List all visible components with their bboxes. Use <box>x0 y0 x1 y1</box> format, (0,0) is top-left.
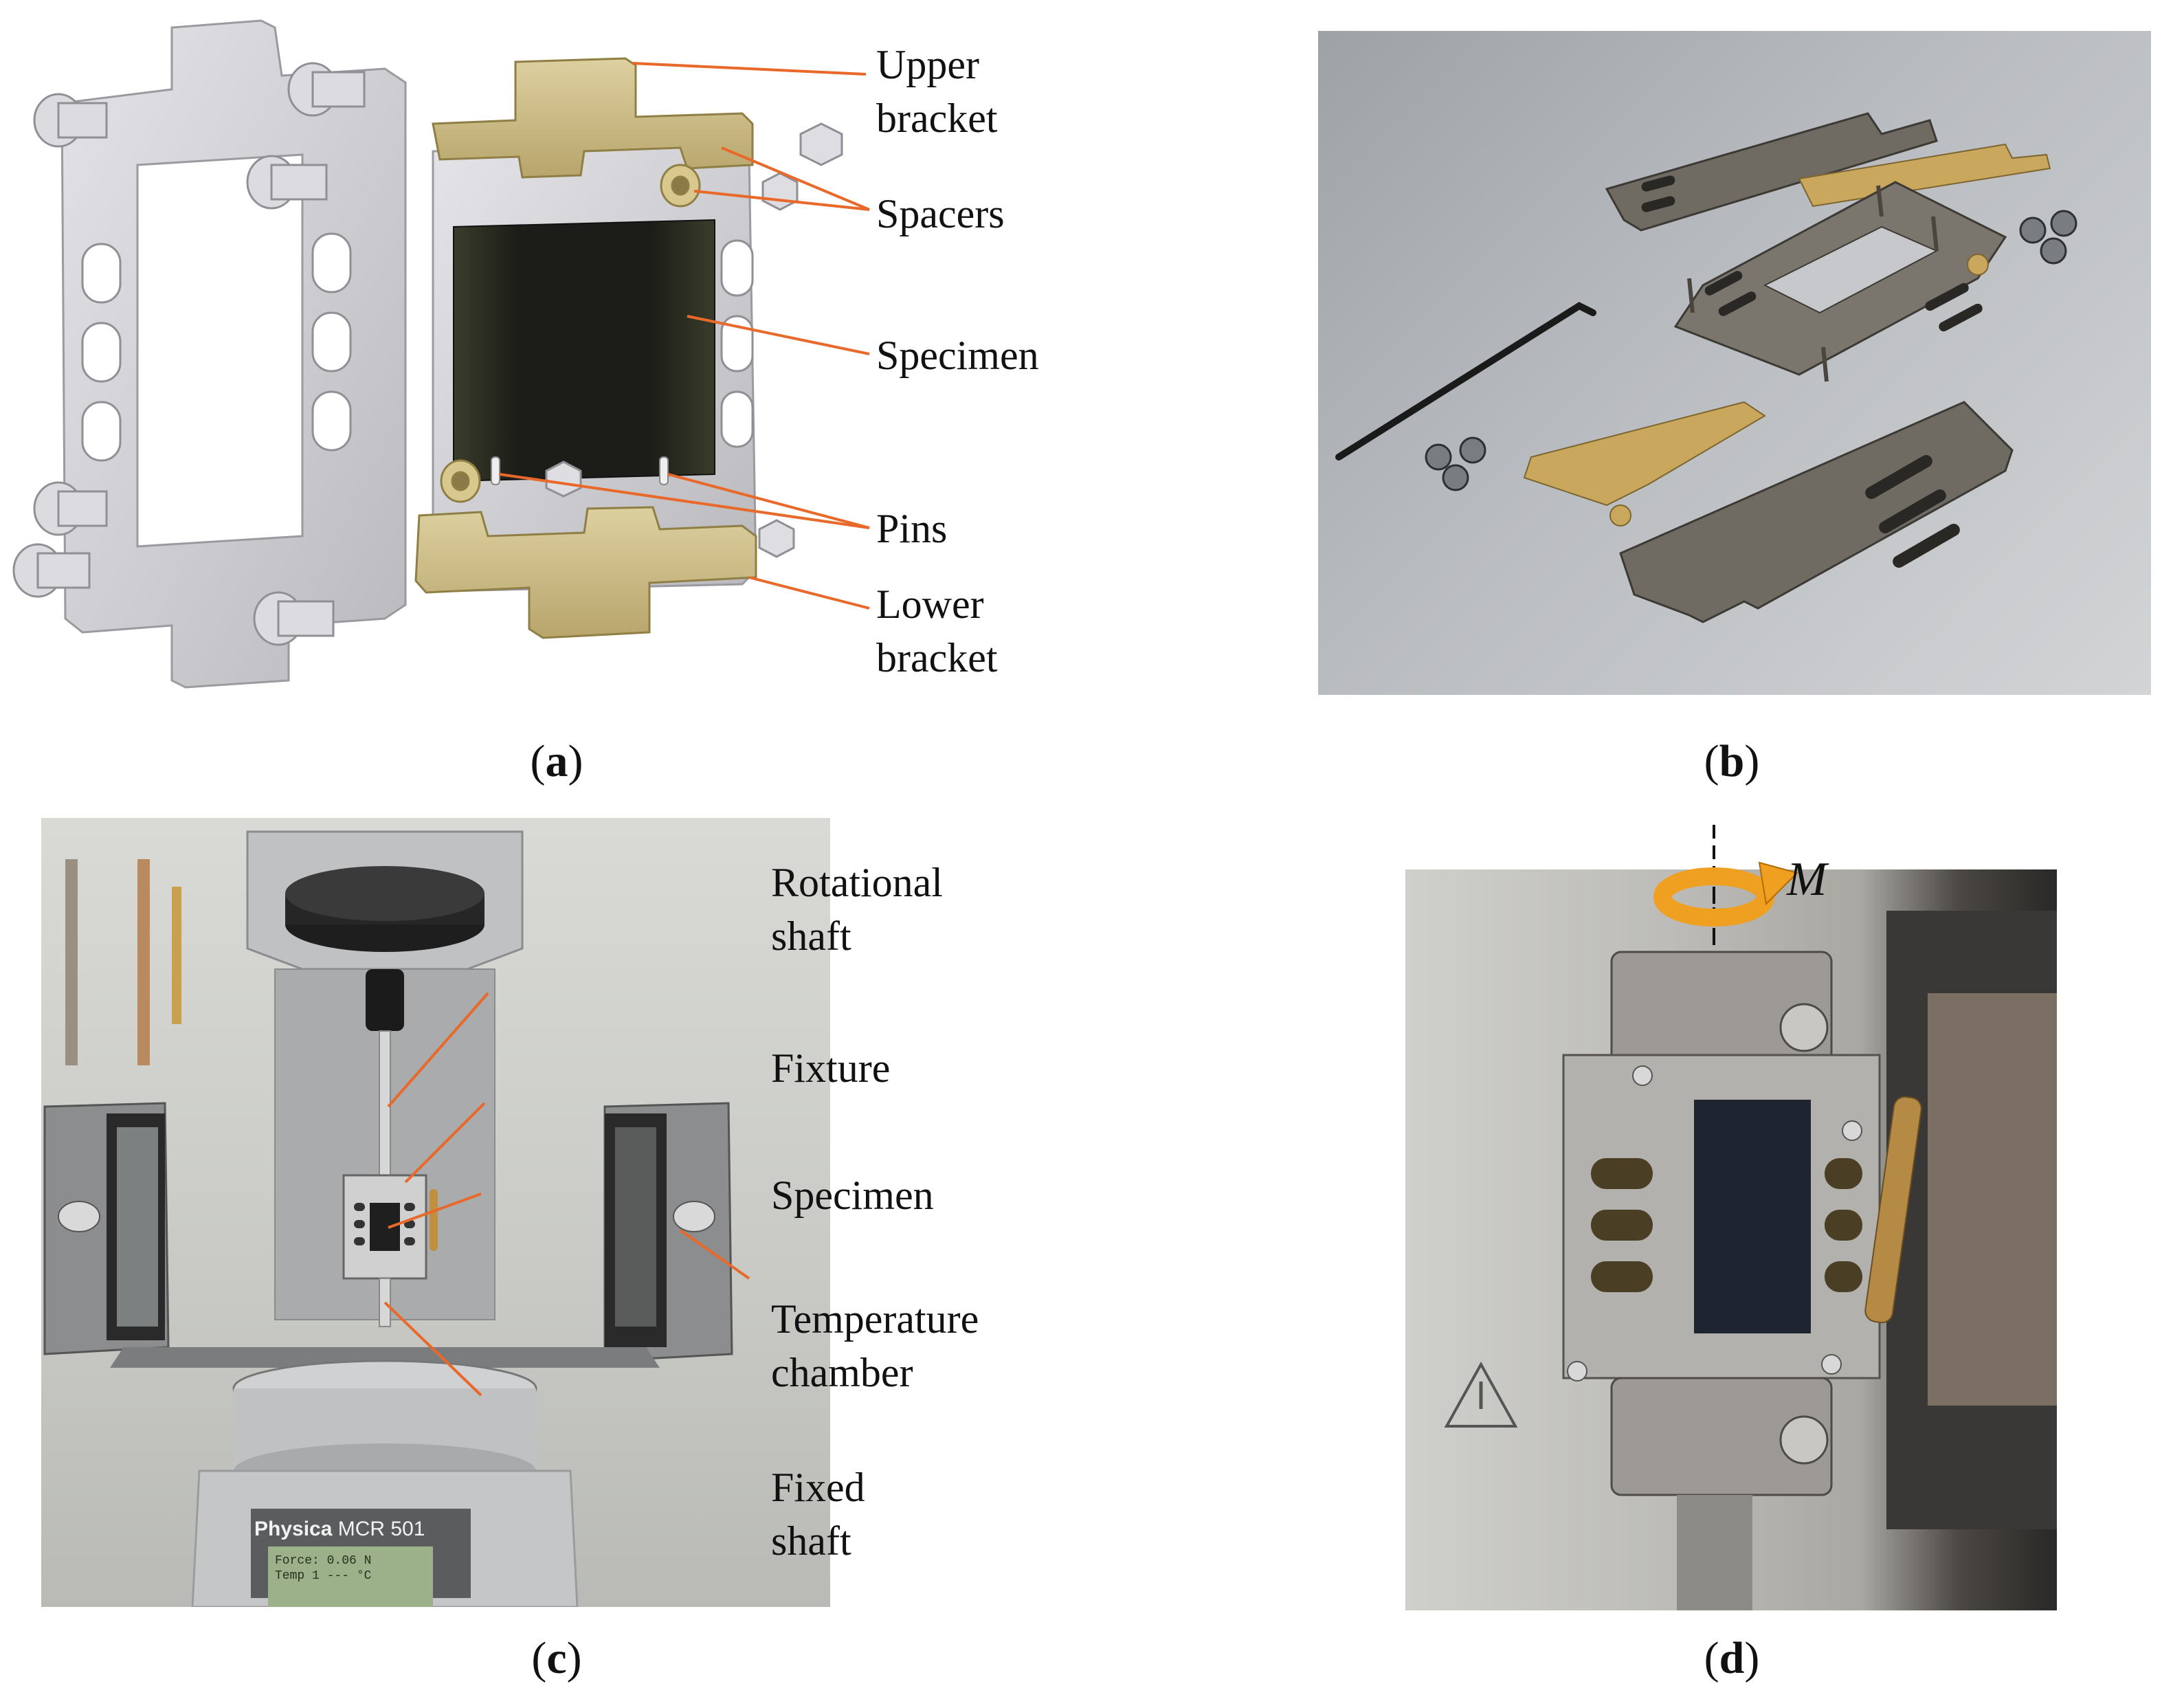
device-lcd: Force: 0.06 N Temp 1 --- °C <box>275 1554 372 1583</box>
label-lower-bracket: Lower bracket <box>876 581 998 680</box>
moment-label: M <box>1787 853 1827 906</box>
spacers <box>440 164 701 503</box>
label-rotational-shaft: Rotational shaft <box>771 860 943 959</box>
caption-d: (d) <box>1704 1633 1760 1683</box>
caption-c: (c) <box>531 1633 582 1683</box>
specimen <box>453 219 715 483</box>
panel-a: Upper bracket Spacers Specimen Pins Lowe… <box>0 0 1100 715</box>
label-pins: Pins <box>876 506 948 551</box>
moment-arrow <box>1653 825 1798 935</box>
panel-c-photo: Physica MCR 501 Force: 0.06 N Temp 1 ---… <box>41 818 830 1607</box>
panel-d-photo <box>1405 869 2057 1610</box>
label-fixed-shaft: Fixed shaft <box>771 1465 865 1564</box>
label-upper-bracket: Upper bracket <box>876 42 998 141</box>
label-specimen: Specimen <box>876 333 1039 378</box>
lower-bracket <box>414 506 757 639</box>
label-specimen-c: Specimen <box>771 1173 934 1218</box>
upper-bracket <box>432 57 754 179</box>
exploded-fixture-drawing <box>12 19 870 689</box>
outer-frame <box>60 19 407 689</box>
fixture-closeup <box>1444 869 2057 1610</box>
label-temperature-chamber: Temperature chamber <box>771 1296 979 1395</box>
label-fixture: Fixture <box>771 1045 891 1091</box>
pins <box>491 456 669 485</box>
label-spacers: Spacers <box>876 191 1005 236</box>
rheometer-illustration <box>43 830 750 1607</box>
panel-b-photo <box>1318 31 2151 695</box>
bolts <box>12 62 366 646</box>
caption-b: (b) <box>1704 736 1760 786</box>
disassembled-parts <box>1335 112 2077 623</box>
device-brand: Physica MCR 501 <box>254 1518 425 1540</box>
caption-a: (a) <box>530 736 583 786</box>
